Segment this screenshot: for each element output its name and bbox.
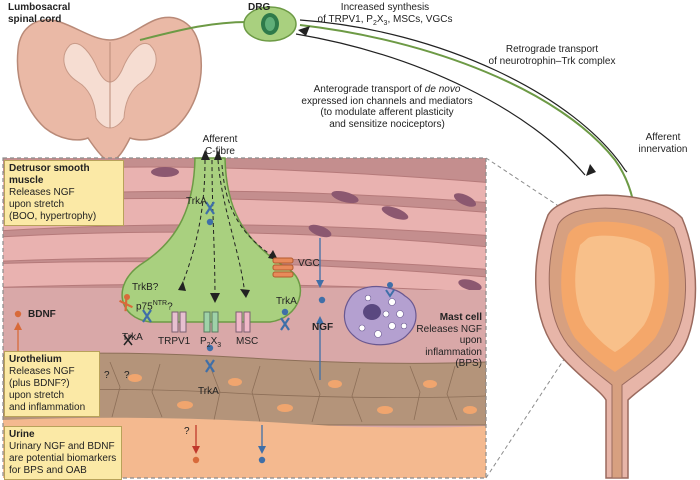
trkb-label: TrkB?	[132, 282, 159, 293]
question-mark-1: ?	[104, 370, 110, 381]
trka-receptor-top	[205, 201, 215, 226]
urine-box: Urine Urinary NGF and BDNF are potential…	[4, 426, 122, 480]
trpv1-channel	[171, 311, 187, 333]
trka-label-right: TrkA	[276, 296, 297, 307]
question-mark-2: ?	[124, 370, 130, 381]
drg-label: DRG	[248, 2, 271, 13]
p75-label: p75NTR?	[136, 300, 173, 313]
ngf-label: NGF	[312, 322, 334, 333]
trka-label-urothelium: TrkA	[198, 386, 219, 397]
spinal-cord-illustration	[16, 16, 202, 163]
trka-receptor-left	[142, 309, 152, 323]
p2x3-label: P2X3	[200, 336, 222, 349]
increased-synthesis-label: Increased synthesis of TRPV1, P2X3, MSCs…	[317, 2, 453, 27]
retrograde-arrowhead	[298, 26, 310, 36]
p75-receptor	[123, 334, 133, 346]
msc-label: MSC	[236, 336, 259, 347]
mast-cell-label: Mast cell Releases NGF upon inflammation…	[416, 312, 482, 369]
detrusor-box: Detrusor smooth muscle Releases NGF upon…	[4, 160, 124, 226]
bladder-illustration	[535, 194, 697, 479]
urothelium-box: Urothelium Releases NGF (plus BDNF?) upo…	[4, 351, 100, 417]
drg-ganglion	[243, 6, 297, 42]
vgc-channel	[272, 257, 294, 278]
bdnf-label: BDNF	[28, 309, 56, 320]
question-mark-urine: ?	[184, 426, 190, 437]
trkb-receptor	[119, 294, 133, 312]
trpv1-label: TRPV1	[158, 336, 191, 347]
anterograde-arrowhead	[586, 164, 596, 176]
msc-channel	[235, 311, 251, 333]
trka-label-top: TrkA	[186, 196, 207, 207]
trka-receptor-urothelium	[205, 359, 215, 373]
p2x3-channel	[203, 311, 219, 333]
vgc-label: VGC	[298, 258, 320, 269]
ngf-arrows	[206, 238, 326, 464]
anterograde-transport-label: Anterograde transport of de novo express…	[301, 84, 473, 130]
zoom-inset-border	[2, 157, 487, 479]
afferent-fibre-path	[139, 19, 637, 271]
mast-cell	[343, 282, 417, 346]
trka-label-left: TrkA	[122, 332, 143, 343]
trka-receptor-right	[280, 308, 290, 331]
